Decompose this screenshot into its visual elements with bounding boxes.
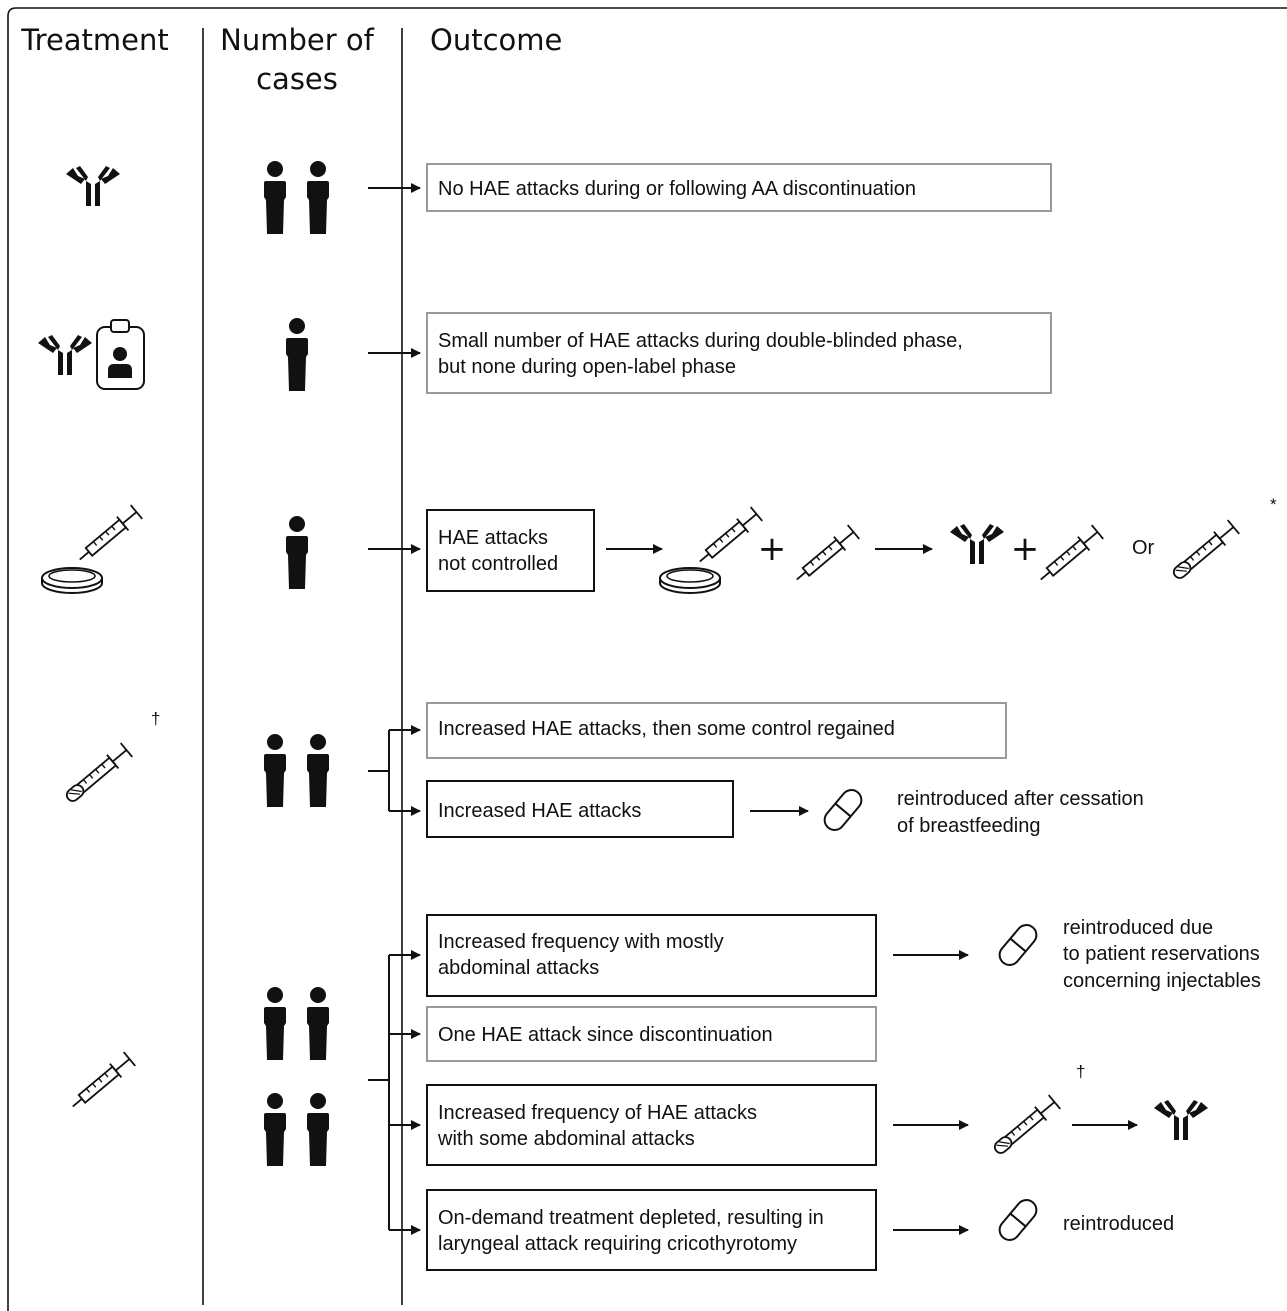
- syringe-icon: [790, 524, 861, 588]
- branch-connector: [368, 730, 390, 811]
- person-icon: [264, 161, 286, 234]
- note-row5d: reintroduced: [1063, 1213, 1174, 1235]
- outcome-text-row4a: Increased HAE attacks, then some control…: [438, 718, 895, 740]
- outcome-box-row5c: [426, 1084, 877, 1166]
- syringe-icon: [73, 504, 144, 568]
- person-icon: [307, 161, 329, 234]
- id-badge-icon: [96, 319, 145, 390]
- header-treatment: Treatment: [20, 23, 169, 57]
- outcome-box-row2: [426, 312, 1052, 394]
- outcome-text-row3-line1: HAE attacks: [438, 527, 548, 549]
- syringe-icon: [693, 506, 764, 570]
- person-icon: [264, 734, 286, 807]
- plus-sign: +: [1011, 529, 1040, 569]
- person-icon: [307, 1093, 329, 1166]
- outcome-box-row5b: [426, 1006, 877, 1062]
- outcome-text-row2-line1: Small number of HAE attacks during doubl…: [438, 330, 963, 352]
- note-row4b-line2: of breastfeeding: [897, 815, 1040, 837]
- outcome-text-row5a-line1: Increased frequency with mostly: [438, 931, 724, 953]
- person-icon: [286, 318, 308, 391]
- outcome-text-row5b: One HAE attack since discontinuation: [438, 1024, 773, 1046]
- branch-connector: [368, 955, 390, 1230]
- antibody-icon: [1154, 1100, 1208, 1140]
- header-outcome: Outcome: [430, 23, 562, 57]
- note-row5a-line1: reintroduced due: [1063, 917, 1213, 939]
- outcome-text-row5d-line2: laryngeal attack requiring cricothyrotom…: [438, 1233, 797, 1255]
- outcome-text-row5a-line2: abdominal attacks: [438, 957, 599, 979]
- outcome-text-row3-line2: not controlled: [438, 553, 558, 575]
- capsule-icon: [819, 784, 867, 836]
- outcome-box-row4a: [426, 702, 1007, 759]
- asterisk-footnote: *: [1270, 495, 1277, 514]
- petri-dish-icon: [659, 567, 721, 594]
- syringe-pen-icon: [992, 1095, 1060, 1156]
- syringe-pen-icon: [1171, 520, 1239, 581]
- or-label: Or: [1132, 537, 1155, 559]
- outcome-text-row5d-line1: On-demand treatment depleted, resulting …: [438, 1207, 824, 1229]
- syringe-icon: [1034, 524, 1105, 588]
- outcome-text-row4b: Increased HAE attacks: [438, 800, 641, 822]
- dagger-footnote: †: [1076, 1062, 1085, 1081]
- antibody-icon: [38, 335, 92, 375]
- outcome-box-row1: [426, 163, 1052, 212]
- outcome-box-row5a: [426, 914, 877, 997]
- person-icon: [264, 987, 286, 1060]
- note-row4b-line1: reintroduced after cessation: [897, 788, 1144, 810]
- header-cases-line1: Number of: [220, 23, 374, 57]
- capsule-icon: [994, 919, 1042, 971]
- plus-sign: +: [758, 529, 787, 569]
- outcome-text-row5c-line1: Increased frequency of HAE attacks: [438, 1102, 757, 1124]
- outcome-box-row3: [426, 509, 595, 592]
- note-row5a-line2: to patient reservations: [1063, 943, 1260, 965]
- outcome-text-row5c-line2: with some abdominal attacks: [437, 1128, 695, 1150]
- antibody-icon: [66, 166, 120, 206]
- person-icon: [307, 734, 329, 807]
- outcome-text-row1: No HAE attacks during or following AA di…: [438, 178, 916, 200]
- antibody-icon: [950, 524, 1004, 564]
- capsule-icon: [994, 1194, 1042, 1246]
- petri-dish-icon: [41, 567, 103, 594]
- outcome-text-row2-line2: but none during open-label phase: [438, 356, 736, 378]
- person-icon: [264, 1093, 286, 1166]
- note-row5a-line3: concerning injectables: [1063, 970, 1261, 992]
- syringe-icon: [66, 1051, 137, 1115]
- figure-frame: [7, 7, 1287, 1311]
- outcome-box-row4b: [426, 780, 734, 838]
- syringe-pen-icon: [64, 743, 132, 804]
- header-cases-line2: cases: [256, 62, 338, 96]
- person-icon: [286, 516, 308, 589]
- person-icon: [307, 987, 329, 1060]
- outcome-box-row5d: [426, 1189, 877, 1271]
- dagger-footnote: †: [151, 709, 160, 728]
